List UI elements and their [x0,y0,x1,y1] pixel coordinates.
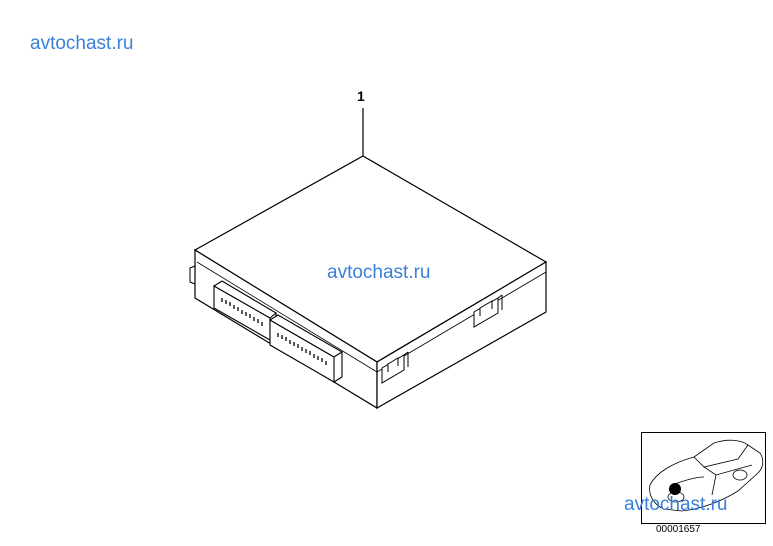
connector-right [268,314,344,383]
connector-left [212,280,277,341]
watermark-bottom: avtochast.ru [624,494,728,515]
vehicle-location-thumbnail [641,432,766,524]
part-number-label: 1 [357,88,365,104]
location-marker-icon [669,483,681,495]
car-outline-icon [649,439,764,512]
mounting-bracket-rear [473,294,503,328]
diagram-number: 00001657 [656,524,701,535]
watermark-top: avtochast.ru [30,33,134,54]
box-side-face [376,260,547,410]
watermark-middle: avtochast.ru [327,262,431,283]
mounting-bracket-front [381,351,409,384]
